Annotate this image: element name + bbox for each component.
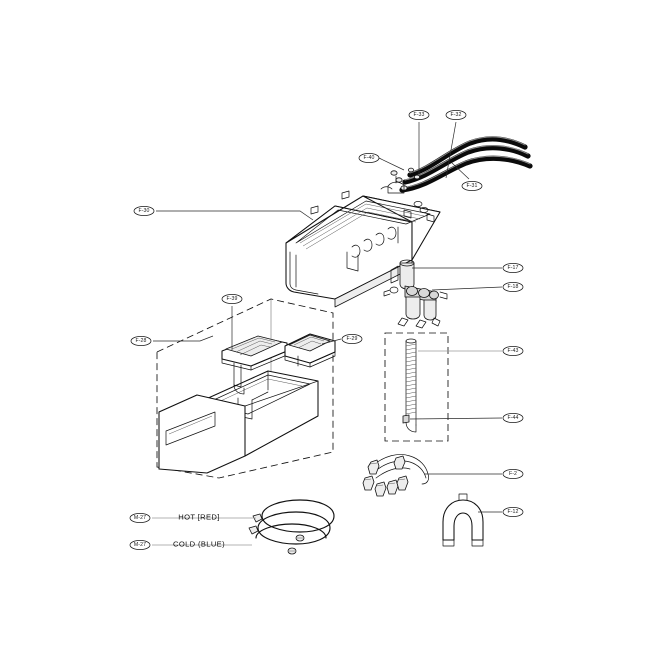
- callout-label: F-43: [507, 348, 518, 354]
- callout-label: F-28: [135, 338, 146, 344]
- callout-f31[interactable]: F-31: [461, 181, 483, 191]
- callout-f30[interactable]: F-30: [133, 206, 155, 216]
- part-wire-clamp-set: [362, 454, 429, 497]
- callout-f2[interactable]: F-2: [502, 469, 524, 479]
- part-inlet-hose-coil-pair: [248, 499, 335, 555]
- part-softener-insert-cap: [284, 333, 336, 368]
- callout-label: F-32: [450, 112, 461, 118]
- callout-f12[interactable]: F-12: [502, 507, 524, 517]
- part-inlet-hose-upper: [407, 136, 528, 178]
- callout-label: F-44: [507, 415, 518, 421]
- callout-f28[interactable]: F-28: [130, 336, 152, 346]
- callout-bubble[interactable]: [461, 181, 483, 191]
- part-u-bracket: [442, 493, 484, 547]
- callout-bubble[interactable]: [221, 294, 243, 304]
- callout-bubble[interactable]: [445, 110, 467, 120]
- part-dispenser-housing: [285, 175, 441, 308]
- port-label-hot: HOT [RED]: [178, 513, 219, 522]
- callout-bubble[interactable]: [129, 540, 151, 550]
- callout-f18[interactable]: F-18: [502, 282, 524, 292]
- callout-f29[interactable]: F-29: [341, 334, 363, 344]
- part-water-inlet-valve-assembly: [383, 259, 448, 329]
- callout-label: F-18: [507, 284, 518, 290]
- callout-f33[interactable]: F-33: [408, 110, 430, 120]
- callout-f39[interactable]: F-39: [221, 294, 243, 304]
- callout-f32[interactable]: F-32: [445, 110, 467, 120]
- callout-label: M-27: [134, 542, 146, 548]
- leader-lines: [152, 121, 503, 546]
- port-label-cold: COLD (BLUE): [173, 540, 225, 549]
- callout-bubble[interactable]: [502, 346, 524, 356]
- callout-f40[interactable]: F-40: [358, 153, 380, 163]
- callout-bubble[interactable]: [502, 282, 524, 292]
- callout-bubble[interactable]: [129, 513, 151, 523]
- callout-label: F-30: [138, 208, 149, 214]
- callout-bubble[interactable]: [502, 263, 524, 273]
- callout-m27-cold[interactable]: M-27: [129, 540, 151, 550]
- callout-f17[interactable]: F-17: [502, 263, 524, 273]
- callout-bubble[interactable]: [502, 413, 524, 423]
- callout-label: F-2: [509, 471, 517, 477]
- callout-label: F-17: [507, 265, 518, 271]
- bellows-boundary-box: [384, 332, 449, 442]
- callout-bubble[interactable]: [502, 469, 524, 479]
- callout-label: F-12: [507, 509, 518, 515]
- part-dispenser-drawer: [158, 370, 319, 474]
- part-inlet-hose-lower: [399, 155, 533, 193]
- callout-m27-hot[interactable]: M-27: [129, 513, 151, 523]
- callout-label: F-40: [363, 155, 374, 161]
- callout-bubble[interactable]: [130, 336, 152, 346]
- callout-label: F-29: [346, 336, 357, 342]
- callout-label: M-27: [134, 515, 146, 521]
- callout-bubble[interactable]: [502, 507, 524, 517]
- callout-bubble[interactable]: [358, 153, 380, 163]
- callout-f44[interactable]: F-44: [502, 413, 524, 423]
- callout-label: F-33: [413, 112, 424, 118]
- callout-f43[interactable]: F-43: [502, 346, 524, 356]
- callout-bubble[interactable]: [408, 110, 430, 120]
- callout-bubble[interactable]: [133, 206, 155, 216]
- callout-label: F-31: [466, 183, 477, 189]
- callout-label: F-39: [226, 296, 237, 302]
- part-hose-clamp: [402, 414, 410, 424]
- part-inlet-hose-middle: [402, 145, 531, 185]
- callout-bubble[interactable]: [341, 334, 363, 344]
